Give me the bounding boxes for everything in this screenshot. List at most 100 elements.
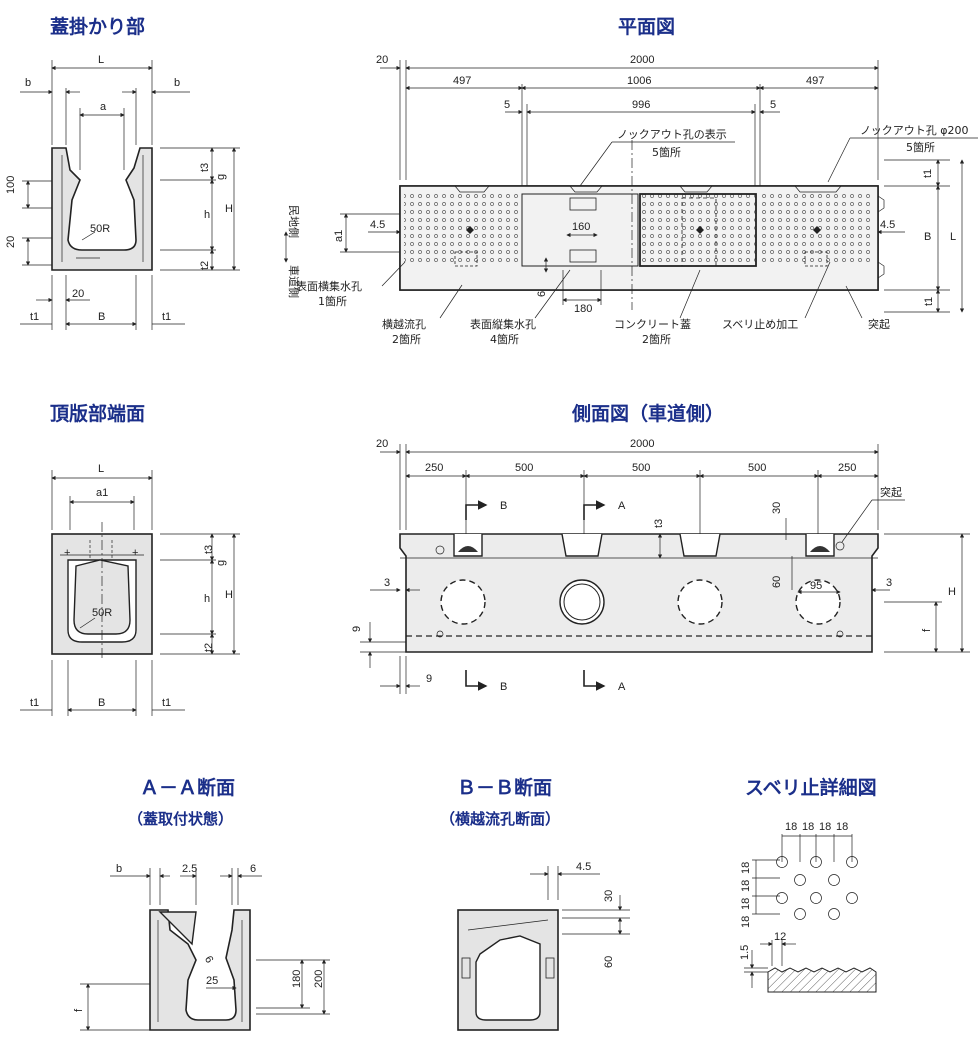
title-side-view: 側面図（車道側）	[571, 402, 724, 425]
lid-dim-t1-left: t1	[30, 311, 39, 323]
lid-dim-h: h	[204, 209, 210, 221]
end-dim-t1-left: t1	[30, 697, 39, 709]
plan-dim-4-5-left: 4.5	[370, 219, 385, 231]
plan-knockout-count: 5箇所	[652, 145, 681, 159]
plan-dim-6: 6	[536, 291, 548, 297]
slip-dim-12: 12	[774, 931, 786, 943]
plan-dim-B: B	[924, 231, 931, 243]
end-plus-right: +	[132, 547, 138, 559]
slip-dim-1-5: 1.5	[739, 945, 751, 960]
title-bb-section: Ｂ－Ｂ断面	[457, 776, 552, 799]
plan-dim-L: L	[950, 231, 956, 243]
side-dim-2000: 2000	[630, 438, 654, 450]
side-span-2: 500	[515, 462, 533, 474]
title-aa-section: Ａ－Ａ断面	[140, 776, 235, 799]
end-dim-g: g	[215, 560, 227, 566]
bb-dim-30: 30	[603, 890, 615, 902]
aa-dim-6: 6	[250, 863, 256, 875]
lid-dim-20-bottom: 20	[72, 288, 84, 300]
side-dim-20: 20	[376, 438, 388, 450]
side-section-b-top: B	[500, 500, 507, 512]
lid-dim-20-left: 20	[5, 236, 17, 248]
lid-dim-a: a	[100, 101, 107, 113]
plan-dim-497-left: 497	[453, 75, 471, 87]
plan-dim-4-5-right: 4.5	[880, 219, 895, 231]
lid-dim-t3: t3	[199, 163, 211, 172]
side-dim-t3: t3	[653, 519, 665, 528]
aa-dim-200: 200	[313, 970, 325, 988]
plan-dim-996: 996	[632, 99, 650, 111]
aa-dim-25: 25	[206, 975, 218, 987]
plan-road-side: 車道側	[287, 265, 301, 298]
side-dim-30: 30	[771, 502, 783, 514]
bb-dim-4-5: 4.5	[576, 861, 591, 873]
plan-slip-finish: スベリ止め加工	[722, 318, 798, 331]
side-dim-60: 60	[771, 576, 783, 588]
lid-dim-L: L	[98, 54, 104, 66]
end-dim-t1-right: t1	[162, 697, 171, 709]
side-view-drawing: 20 2000 250 500 500 500 250 B A B A t3 3…	[351, 438, 970, 694]
plan-dim-5-left: 5	[504, 99, 510, 111]
end-plus-left: +	[64, 547, 70, 559]
side-dim-f: f	[921, 628, 933, 632]
slip-pitch-v-3: 18	[740, 898, 752, 910]
lid-dim-g: g	[215, 174, 227, 180]
end-dim-t3: t3	[203, 545, 215, 554]
slip-detail-drawing: 18 18 18 18 18 18 18 18 12 1.5	[739, 821, 877, 993]
subtitle-aa-section: （蓋取付状態）	[128, 810, 233, 828]
aa-section-drawing: b 2.5 6 6 25 180 200 f	[73, 863, 330, 1031]
lid-dim-b-right: b	[174, 77, 180, 89]
slip-pitch-h-4: 18	[836, 821, 848, 833]
side-protrusion: 突起	[880, 485, 902, 499]
bb-section-drawing: 4.5 30 60	[457, 861, 630, 1031]
plan-dim-2000: 2000	[630, 54, 654, 66]
plan-view-drawing: 20 2000 497 1006 497 5 996 5 ノックアウト孔の表示 …	[283, 54, 978, 346]
plan-sidewalk-side: 民地側	[287, 205, 300, 238]
slip-pitch-h-2: 18	[802, 821, 814, 833]
lid-dim-H: H	[225, 203, 233, 215]
end-dim-L: L	[98, 463, 104, 475]
side-dim-9-h: 9	[426, 673, 432, 685]
plan-overflow-count: 2箇所	[392, 332, 421, 346]
plan-surface-v-hole: 表面縦集水孔	[470, 317, 536, 331]
plan-surface-v-count: 4箇所	[490, 332, 519, 346]
title-plan-view: 平面図	[618, 16, 675, 38]
side-span-3: 500	[632, 462, 650, 474]
plan-dim-497-right: 497	[806, 75, 824, 87]
plan-dim-20: 20	[376, 54, 388, 66]
side-dim-H: H	[948, 586, 956, 598]
aa-dim-6b: 6	[202, 954, 215, 965]
side-section-a-top: A	[618, 500, 626, 512]
title-lid-section: 蓋掛かり部	[50, 15, 145, 38]
plan-protrusion: 突起	[868, 317, 890, 331]
slip-pitch-h-1: 18	[785, 821, 797, 833]
slip-pitch-v-1: 18	[740, 862, 752, 874]
side-section-a-bottom: A	[618, 681, 626, 693]
side-span-1: 250	[425, 462, 443, 474]
plan-dim-160: 160	[572, 221, 590, 233]
side-span-4: 500	[748, 462, 766, 474]
slip-pitch-v-2: 18	[740, 880, 752, 892]
lid-dim-t2: t2	[199, 261, 211, 270]
plan-concrete-lid-count: 2箇所	[642, 332, 671, 346]
plan-surface-h-hole: 表面横集水孔	[296, 279, 362, 293]
bb-dim-60: 60	[603, 956, 615, 968]
side-dim-95: 95	[810, 580, 822, 592]
plan-dim-5-right: 5	[770, 99, 776, 111]
plan-dim-a1: a1	[333, 230, 345, 242]
title-slip-detail: スベリ止詳細図	[745, 776, 877, 799]
plan-dim-t1-bottom: t1	[923, 297, 935, 306]
end-dim-B: B	[98, 697, 105, 709]
side-span-5: 250	[838, 462, 856, 474]
subtitle-bb-section: （横越流孔断面）	[440, 810, 560, 828]
plan-dim-t1-top: t1	[922, 169, 934, 178]
lid-dim-B: B	[98, 311, 105, 323]
slip-pitch-v-4: 18	[740, 916, 752, 928]
slip-pitch-h-3: 18	[819, 821, 831, 833]
lid-dim-100: 100	[5, 176, 17, 194]
plan-knockout-hole-count: 5箇所	[906, 140, 935, 154]
title-top-end-face: 頂版部端面	[50, 402, 145, 425]
side-section-b-bottom: B	[500, 681, 507, 693]
aa-dim-b: b	[116, 863, 122, 875]
